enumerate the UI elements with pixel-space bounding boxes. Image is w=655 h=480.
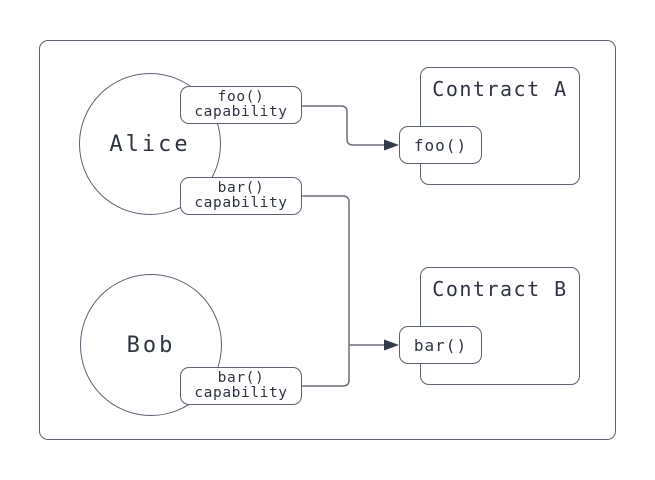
capability-pill-bar-alice: bar() capability: [180, 177, 302, 215]
arrowhead-foo-icon: [384, 139, 399, 151]
function-pill-bar: bar(): [399, 326, 482, 364]
capability-function-label: bar(): [217, 180, 265, 196]
arrowhead-bar-icon: [384, 339, 399, 351]
connector-bar-capability-trunk: [302, 195, 350, 387]
contract-title-a: Contract A: [432, 77, 568, 101]
capability-pill-foo-alice: foo() capability: [180, 86, 302, 124]
capability-function-label: bar(): [217, 370, 265, 386]
capability-word-label: capability: [194, 385, 288, 401]
capability-function-label: foo(): [217, 89, 265, 105]
function-pill-foo: foo(): [399, 126, 482, 164]
capability-pill-bar-bob: bar() capability: [180, 367, 302, 405]
diagram-outer-frame: [39, 40, 616, 440]
connector-foo-capability-to-foo: [302, 105, 384, 146]
capability-word-label: capability: [194, 195, 288, 211]
capability-word-label: capability: [194, 104, 288, 120]
actor-label-alice: Alice: [109, 131, 191, 157]
function-label-foo: foo(): [413, 135, 468, 155]
actor-label-bob: Bob: [126, 332, 176, 358]
contract-title-b: Contract B: [432, 277, 568, 301]
function-label-bar: bar(): [413, 335, 468, 355]
